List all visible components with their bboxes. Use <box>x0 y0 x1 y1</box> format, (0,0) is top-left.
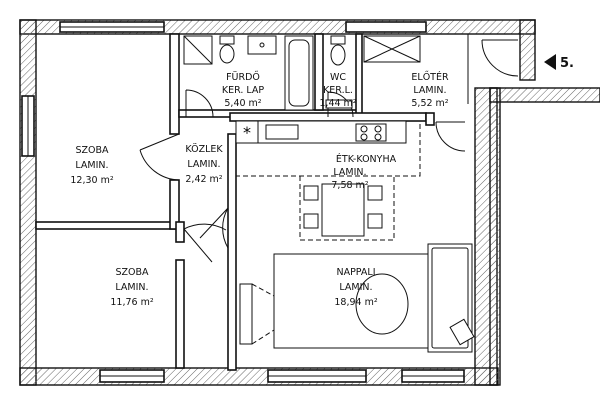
wall-left <box>19 19 37 386</box>
kitchen-boundary <box>235 121 421 177</box>
wall-szoba-divider <box>35 221 177 230</box>
dining-boundary <box>299 176 395 241</box>
wall-stub <box>175 221 185 243</box>
room-area: 11,76 m² <box>110 297 153 308</box>
toilet-tank <box>219 35 235 45</box>
room-floor: KER.L. <box>323 85 353 96</box>
door-bath <box>185 89 214 118</box>
coffee-table <box>355 273 409 335</box>
wall-stair-side <box>489 87 501 386</box>
room-labels: FÜRDŐ KER. LAP 5,40 m² WC KER.L. 1,44 m²… <box>70 71 449 308</box>
room-name: ÉTK-KONYHA <box>336 153 397 165</box>
fridge <box>235 120 259 144</box>
living-room <box>239 243 475 353</box>
kitchen: * <box>235 120 421 241</box>
room-label-wc: WC KER.L. 1,44 m² <box>319 72 356 109</box>
interior-walls <box>35 33 435 371</box>
fridge-icon: * <box>243 123 251 142</box>
armchair-icon <box>449 318 475 346</box>
room-floor: LAMIN. <box>75 160 108 171</box>
doors <box>139 39 519 263</box>
room-name: FÜRDŐ <box>226 72 260 83</box>
room-label-nappali: NAPPALI LAMIN. 18,94 m² <box>334 267 377 308</box>
room-area: 5,40 m² <box>224 98 261 109</box>
toilet-bowl <box>219 44 235 64</box>
wc-tank <box>330 35 346 45</box>
door-szoba1 <box>139 133 180 181</box>
door-entrance <box>481 39 519 77</box>
left-triangle-icon <box>544 54 556 70</box>
wall-szoba2-right <box>175 259 185 369</box>
door-nappali <box>199 207 229 249</box>
room-label-szoba2: SZOBA LAMIN. 11,76 m² <box>110 267 153 308</box>
room-floor: LAMIN. <box>333 167 366 178</box>
wall-wc-eloter <box>355 33 363 119</box>
room-floor: LAMIN. <box>413 85 446 96</box>
outer-walls <box>19 19 600 386</box>
room-area: 2,42 m² <box>185 174 222 185</box>
chair <box>367 185 383 201</box>
chair <box>367 213 383 229</box>
room-area: 1,44 m² <box>319 98 356 109</box>
door-szoba2 <box>183 223 227 263</box>
wall-corridor-right <box>227 133 237 371</box>
room-floor: KER. LAP <box>222 85 265 96</box>
kitchen-sink <box>265 124 299 140</box>
wc-sink <box>325 99 353 109</box>
wall-entry-jamb <box>519 19 536 81</box>
unit-number: 5. <box>560 56 574 71</box>
room-name: ELŐTÉR <box>411 71 449 83</box>
room-name: SZOBA <box>115 267 149 278</box>
wall-bath-wc <box>314 33 324 111</box>
room-name: NAPPALI <box>336 267 375 278</box>
room-area: 7,58 m² <box>331 180 368 191</box>
room-label-furdo: FÜRDŐ KER. LAP 5,40 m² <box>222 72 265 109</box>
chair <box>303 185 319 201</box>
wall-stair-top <box>489 87 600 103</box>
wall-szoba1-right <box>169 33 180 135</box>
door-eloter <box>435 121 466 152</box>
windows <box>21 21 465 383</box>
wall-eloter-stub <box>425 112 435 126</box>
room-floor: LAMIN. <box>187 159 220 170</box>
room-area: 12,30 m² <box>70 175 113 186</box>
room-name: WC <box>330 72 346 83</box>
room-label-szoba1: SZOBA LAMIN. 12,30 m² <box>70 145 113 186</box>
dining-table <box>321 183 365 237</box>
window-kitchen <box>345 21 427 33</box>
room-area: 5,52 m² <box>411 98 448 109</box>
room-name: SZOBA <box>75 145 109 156</box>
room-label-etk: ÉTK-KONYHA LAMIN. 7,58 m² <box>331 153 396 191</box>
cooktop <box>355 123 387 142</box>
room-area: 18,94 m² <box>334 297 377 308</box>
bathroom-fixtures <box>183 35 353 111</box>
room-label-eloter: ELŐTÉR LAMIN. 5,52 m² <box>411 71 449 109</box>
room-floor: LAMIN. <box>339 282 372 293</box>
chair <box>303 213 319 229</box>
tv-cabinet <box>239 283 253 345</box>
room-floor: LAMIN. <box>115 282 148 293</box>
room-label-kozlek: KÖZLEK LAMIN. 2,42 m² <box>185 144 223 185</box>
tv-view-lines <box>251 283 275 345</box>
eloter-fixtures <box>363 34 469 104</box>
room-name: KÖZLEK <box>185 144 223 155</box>
unit-marker: 5. <box>544 54 574 71</box>
wc-bowl <box>330 44 346 66</box>
